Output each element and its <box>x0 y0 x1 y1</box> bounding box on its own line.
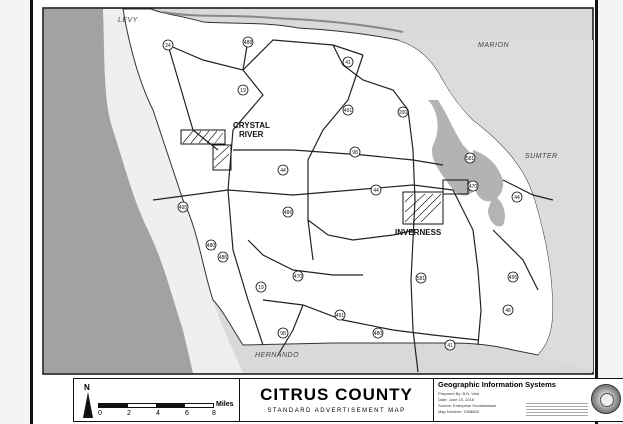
route-label: 470 <box>294 274 303 280</box>
route-shield <box>162 39 174 51</box>
route-label: 495 <box>509 275 518 281</box>
route-label: 41 <box>345 60 351 66</box>
route-label: 480 <box>207 243 216 249</box>
route-label: 41 <box>447 343 453 349</box>
county-label-hernando: HERNANDO <box>255 352 299 359</box>
route-shield <box>444 339 456 351</box>
gis-title: Geographic Information Systems <box>438 380 556 389</box>
withlacoochee-river <box>162 11 404 33</box>
coastal-marsh <box>103 9 243 373</box>
city-label-river: RIVER <box>239 130 264 139</box>
tsala-apopka-lakes <box>428 100 505 227</box>
route-label: 488 <box>244 40 253 46</box>
gis-info-line: Date: June 15, 2016 <box>438 397 475 402</box>
gis-info-line: Prepared By: B.N. Vind <box>438 391 480 396</box>
scale-tick: 8 <box>212 410 216 417</box>
route-label: 44 <box>373 188 379 194</box>
route-shield <box>415 272 427 284</box>
route-label: 480 <box>374 331 383 337</box>
gulf-water <box>44 9 193 373</box>
north-arrow-icon <box>83 392 93 418</box>
route-label: 486 <box>284 210 293 216</box>
gis-info-line: Map Number: 1098800 <box>438 409 479 414</box>
road-network <box>152 39 554 373</box>
route-label: 19 <box>240 88 246 94</box>
route-shield <box>397 106 409 118</box>
route-label: 48 <box>505 308 511 314</box>
route-shield <box>277 164 289 176</box>
gis-panel: Geographic Information Systems Prepared … <box>434 379 623 421</box>
county-map: 24 488 19 41 491 200 44 98 581 470 486 4… <box>42 7 594 375</box>
route-shield <box>177 201 189 213</box>
route-label: 581 <box>417 276 426 282</box>
route-label: 44 <box>514 195 520 201</box>
map-sheet: 24 488 19 41 491 200 44 98 581 470 486 4… <box>30 0 623 424</box>
route-shield <box>255 281 267 293</box>
route-label: 98 <box>280 331 286 337</box>
route-label: 470 <box>469 184 478 190</box>
route-shield <box>370 184 382 196</box>
route-shields: 24 488 19 41 491 200 44 98 581 470 486 4… <box>162 36 523 351</box>
title-block: N 0 2 4 6 8 Miles CITRUS COUNTY STANDARD… <box>73 378 623 422</box>
scale-unit: Miles <box>216 401 234 408</box>
county-label-sumter: SUMTER <box>525 153 558 160</box>
route-shield <box>507 271 519 283</box>
route-shield <box>242 36 254 48</box>
scale-bar <box>98 403 214 408</box>
route-label: 98 <box>352 150 358 156</box>
route-shield <box>349 146 361 158</box>
city-label-crystal: CRYSTAL <box>233 121 270 130</box>
route-shield <box>372 327 384 339</box>
route-label: 495 <box>179 205 188 211</box>
route-shield <box>511 191 523 203</box>
route-label: 491 <box>344 108 353 114</box>
scale-panel: N 0 2 4 6 8 Miles <box>74 379 240 421</box>
north-label: N <box>84 383 90 392</box>
county-label-marion: MARION <box>478 42 509 49</box>
route-label: 24 <box>165 43 171 49</box>
route-label: 491 <box>336 313 345 319</box>
route-label: 581 <box>466 156 475 162</box>
route-shield <box>502 304 514 316</box>
disclaimer-text <box>526 403 588 418</box>
county-label-levy: LEVY <box>118 17 139 24</box>
scale-tick: 0 <box>98 410 102 417</box>
gis-info-line: Source: Enterprise Geodatabase <box>438 403 497 408</box>
east-counties <box>398 40 593 372</box>
route-shield <box>292 270 304 282</box>
route-shield <box>334 309 346 321</box>
route-shield <box>237 84 249 96</box>
route-shield <box>217 251 229 263</box>
crystal-river-city <box>180 129 232 171</box>
route-label: 19 <box>258 285 264 291</box>
map-title: CITRUS COUNTY <box>260 385 413 404</box>
map-subtitle: STANDARD ADVERTISEMENT MAP <box>267 408 406 414</box>
route-shield <box>205 239 217 251</box>
route-shield <box>342 104 354 116</box>
route-label: 44 <box>280 168 286 174</box>
scale-tick: 6 <box>185 410 189 417</box>
county-seal-icon <box>591 384 621 414</box>
scale-tick: 2 <box>127 410 131 417</box>
inverness-city <box>402 179 469 225</box>
city-label-inverness: INVERNESS <box>395 228 442 237</box>
title-panel: CITRUS COUNTY STANDARD ADVERTISEMENT MAP <box>240 379 434 421</box>
route-shield <box>467 180 479 192</box>
route-shield <box>277 327 289 339</box>
scale-tick: 4 <box>156 410 160 417</box>
route-shield <box>342 56 354 68</box>
route-label: 486 <box>219 255 228 261</box>
route-label: 200 <box>399 110 408 116</box>
route-shield <box>282 206 294 218</box>
route-shield <box>464 152 476 164</box>
